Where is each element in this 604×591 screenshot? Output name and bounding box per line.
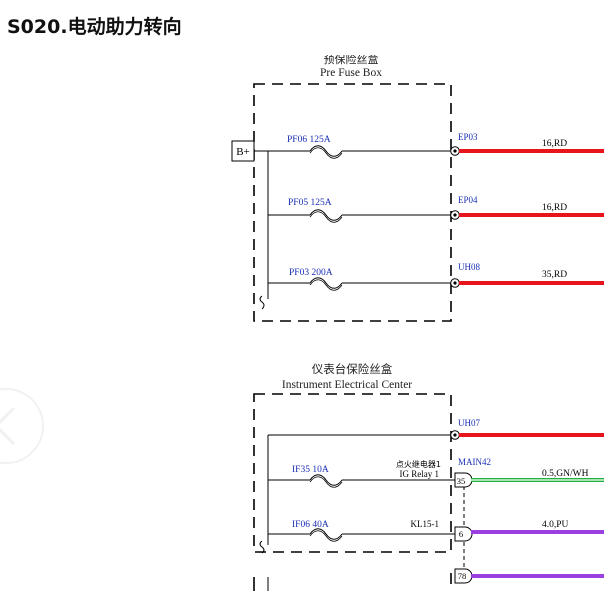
pre-fuse-row-2: PF05 125A EP04 16,RD [268, 195, 604, 223]
pre-fuse-row-1: PF06 125A EP03 16,RD [254, 132, 604, 159]
connector-label: MAIN42 [458, 457, 491, 467]
wire-label: 4.0,PU [542, 520, 569, 530]
iec-row-pin78: 78 [454, 568, 604, 584]
fuse-function-en: KL15-1 [411, 519, 440, 529]
fuse-label: PF03 200A [289, 268, 333, 278]
terminal-label: EP03 [458, 132, 478, 142]
fuse-function-en: IG Relay 1 [400, 469, 440, 479]
wire-label: 16,RD [542, 203, 567, 213]
fuse-function-cn: 点火继电器1 [396, 459, 441, 469]
battery-terminal-label: B+ [236, 146, 250, 158]
iec-row-uh07: UH07 [268, 418, 604, 440]
pre-fuse-box-boundary [253, 83, 452, 322]
fuse-label: PF06 125A [287, 135, 331, 145]
wire-label: 16,RD [542, 139, 567, 149]
iec-title-en: Instrument Electrical Center [282, 379, 412, 391]
connector-pin: 78 [458, 571, 467, 581]
fuse-label: IF35 10A [292, 465, 329, 475]
connector-pin: 35 [457, 476, 466, 486]
pre-fuse-row-3: PF03 200A UH08 35,RD [268, 262, 604, 291]
terminal-label: UH08 [458, 262, 480, 272]
wire-label: 35,RD [542, 270, 567, 280]
iec-row-if35: IF35 10A 点火继电器1 IG Relay 1 35 0.5,GN/WH [268, 459, 604, 488]
watermark-logo [0, 388, 44, 464]
iec-title-cn: 仪表台保险丝盒 [312, 362, 393, 376]
iec-row-if06: IF06 40A KL15-1 6 4.0,PU [268, 519, 604, 542]
pre-fuse-box-title-en: Pre Fuse Box [320, 67, 382, 79]
page-title: S020.电动助力转向 [7, 16, 182, 38]
connector-pin: 6 [459, 529, 463, 539]
fuse-label: PF05 125A [288, 198, 332, 208]
terminal-label: EP04 [458, 195, 478, 205]
terminal-label: UH07 [458, 418, 480, 428]
fuse-label: IF06 40A [292, 520, 329, 530]
wire-label: 0.5,GN/WH [542, 469, 589, 479]
pre-fuse-box-title-cn: 预保险丝盒 [324, 52, 379, 66]
iec-box-boundary [253, 393, 452, 553]
